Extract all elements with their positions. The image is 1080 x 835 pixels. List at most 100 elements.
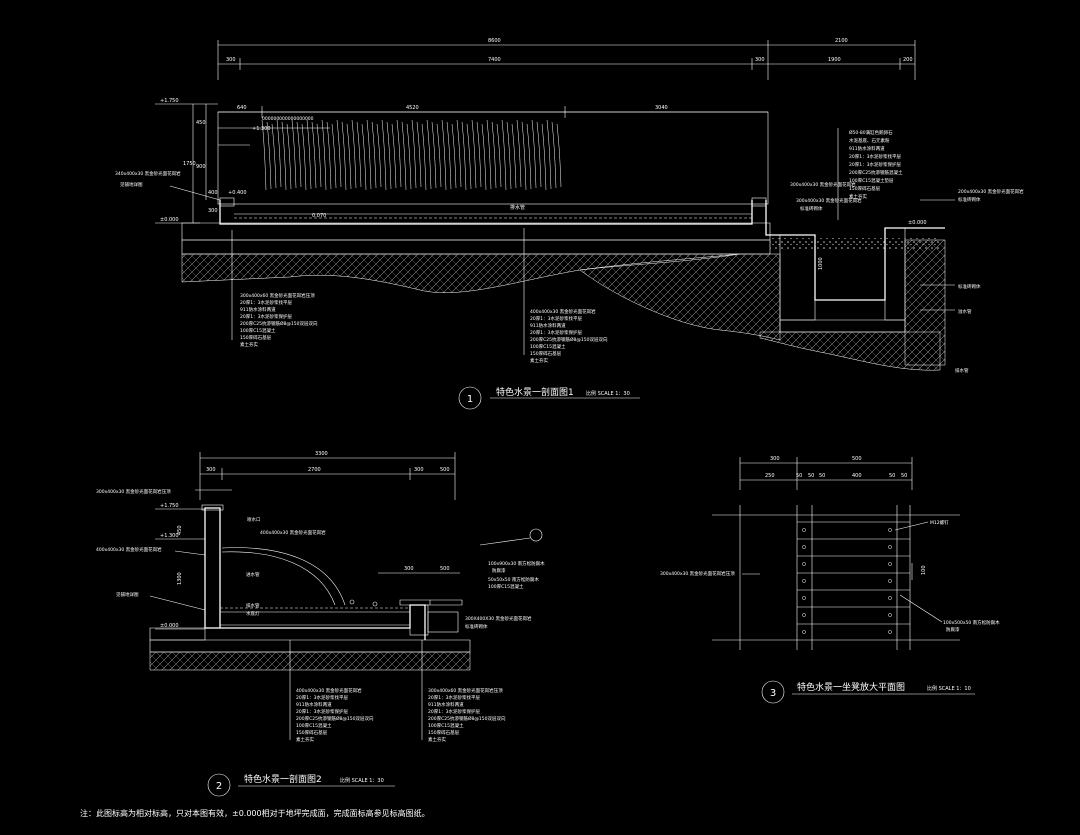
d2-br-6: 150厚碎石基层 xyxy=(428,729,460,736)
bolt-icon xyxy=(888,630,892,634)
d3-dim2-3: 50 xyxy=(819,473,825,479)
wood-slats xyxy=(797,521,910,634)
water-jet xyxy=(316,123,322,188)
elevation-markers: +1.750 +1.300 +0.400 ±0.000 0.070 ±0.000 xyxy=(155,98,927,226)
water-jet xyxy=(521,121,527,191)
water-jet xyxy=(331,123,337,189)
water-jet xyxy=(461,121,467,191)
dim-row3-0: 640 xyxy=(237,105,247,111)
d2-scale: 比例 SCALE 1：30 xyxy=(340,777,384,784)
rm-0: 300x400x30 黑金砂光面花岗岩 xyxy=(790,181,856,188)
d2-il-1: 400x400x30 黑金砂光面花岗岩 xyxy=(260,529,326,536)
bl-1: 20厚1：3水泥砂浆找平层 xyxy=(240,299,292,306)
water-jet xyxy=(361,123,367,191)
rt-1: 水泥基底、石元素粉 xyxy=(849,137,890,144)
d1-right-top-labels: Ø50-80满缸色鹅卵石 水泥基底、石元素粉 911防水涂料两道 20厚1：3水… xyxy=(837,128,903,220)
bl-0: 300x400x60 黑金砂光面花岗岩压顶 xyxy=(240,292,315,299)
bl-4: 200厚C25抗渗钢筋Ø8@150双层双向 xyxy=(240,320,318,327)
d3-dim2-5: 50 xyxy=(889,473,895,479)
dim-row2-2: 300 xyxy=(755,57,765,63)
d2-bl-3: 20厚1：3水泥砂浆保护层 xyxy=(296,708,348,715)
water-jet xyxy=(291,119,297,189)
water-jet xyxy=(381,119,387,191)
d2-dim-total: 3300 xyxy=(315,451,328,457)
vertical-dims-left: 450 900 1750 400 300 xyxy=(183,104,218,223)
bolt-icon xyxy=(802,562,806,566)
d3-dim2-0: 250 xyxy=(765,473,775,479)
d1-right-mid-labels: 300x400x30 黑金砂光面花岗岩 300x400x30 黑金砂光面花岗岩 … xyxy=(790,181,862,212)
bl-3: 20厚1：3水泥砂浆保护层 xyxy=(240,313,292,320)
ground-section-1: 1000 排水管 xyxy=(181,197,946,371)
water-jet xyxy=(491,121,497,189)
water-jet xyxy=(336,119,342,188)
bl-2: 911防水涂料两道 xyxy=(240,306,276,313)
rt-5: 200厚C25抗渗钢筋混凝土 xyxy=(849,169,903,176)
water-jet xyxy=(281,121,287,191)
water-jet xyxy=(351,119,357,189)
plan-drawing-3: 300 500 250 50 50 50 400 50 50 100 300x4… xyxy=(660,456,1000,704)
d3-number: 3 xyxy=(770,688,776,699)
rm-2: 标准砖砌体 xyxy=(800,205,823,212)
water-jet xyxy=(516,119,522,188)
elev-1: +1.750 xyxy=(160,98,179,104)
d2-elevations: +1.750 +1.300 ±0.000 450 1300 xyxy=(155,503,205,630)
d2-br-5: 100厚C15混凝土 xyxy=(428,722,464,729)
d2-bl-7: 素土夯实 xyxy=(296,736,314,743)
d2-br-2: 911防水涂料两道 xyxy=(428,701,464,708)
d3-scale: 比例 SCALE 1：10 xyxy=(927,685,971,692)
d2-vdim-1: 1300 xyxy=(177,572,183,585)
water-jet xyxy=(391,123,397,189)
d3-dim2-2: 50 xyxy=(808,473,814,479)
d2-bl-5: 100厚C15混凝土 xyxy=(296,722,332,729)
d2-bl-4: 200厚C25抗渗钢筋Ø8@150双层双向 xyxy=(296,715,374,722)
d1-right-side-labels: 200x400x30 黑金砂光面花岗岩 标准砖砌体 标准砖砌体 溢水管 排水管 xyxy=(920,188,1024,374)
d2-ll-1: 400x400x30 黑金砂光面花岗岩 xyxy=(96,546,162,553)
rs-3: 溢水管 xyxy=(958,308,972,315)
d2-structure xyxy=(149,504,471,671)
rs-0: 200x400x30 黑金砂光面花岗岩 xyxy=(958,188,1024,195)
d2-il-4: 水底灯 xyxy=(246,610,260,617)
water-jet xyxy=(471,119,477,189)
d1-scale: 比例 SCALE 1：30 xyxy=(586,390,630,397)
nozzle-label: 000000000000000000 xyxy=(262,116,314,122)
bm-7: 素土夯实 xyxy=(530,357,548,364)
d2-il-0: 喷水口 xyxy=(247,516,261,523)
d1-left-label-0: 340x400x30 黑金砂光面花岗岩 xyxy=(115,170,181,177)
d2-rl-5: 标准砖砌体 xyxy=(465,623,488,630)
d2-rl-2: 50x50x50 南方松防腐木 xyxy=(488,576,539,583)
bolt-icon xyxy=(888,579,892,583)
bm-6: 150厚碎石基层 xyxy=(530,350,562,357)
dim-row3-1: 4520 xyxy=(406,105,419,111)
dim-total-a: 8600 xyxy=(488,38,501,44)
d2-dim-5: 500 xyxy=(440,566,450,572)
dim-row2-1: 7400 xyxy=(488,57,501,63)
bolt-icon xyxy=(888,562,892,566)
water-jet xyxy=(456,119,462,188)
bl-5: 100厚C15混凝土 xyxy=(240,327,276,334)
bolt-icon xyxy=(888,613,892,617)
water-jet xyxy=(286,123,292,190)
d2-bottom-right-notes: 300x400x60 黑金砂光面花岗岩压顶 20厚1：3水泥砂浆找平层 911防… xyxy=(421,640,506,743)
rt-2: 911防水涂料两道 xyxy=(849,145,885,152)
d2-dimensions: 3300 300 2700 300 500 300 500 xyxy=(195,451,460,574)
water-jet xyxy=(431,121,437,189)
d2-br-7: 素土夯实 xyxy=(428,736,446,743)
water-jet xyxy=(376,123,382,188)
water-jet xyxy=(531,119,537,189)
rs-1: 标准砖砌体 xyxy=(958,196,981,203)
d3-bolt-label: M12螺钉 xyxy=(930,519,949,526)
section-drawing-1: 8600 2100 300 7400 300 1900 200 640 4520… xyxy=(115,38,1024,410)
elev-4: ±0.000 xyxy=(160,217,179,223)
water-jet xyxy=(341,121,347,191)
rs-4: 排水管 xyxy=(955,367,969,374)
dim-total-b: 2100 xyxy=(835,38,848,44)
d3-dim2-1: 50 xyxy=(796,473,802,479)
d1-title: 特色水景一剖面图1 xyxy=(496,386,574,398)
d2-br-0: 300x400x60 黑金砂光面花岗岩压顶 xyxy=(428,687,503,694)
water-jet xyxy=(551,121,557,189)
bm-1: 20厚1：3水泥砂浆找平层 xyxy=(530,315,582,322)
rt-6: 100厚C15混凝土垫层 xyxy=(849,177,894,184)
water-jet xyxy=(346,123,352,190)
d2-title-block: 2 特色水景一剖面图2 比例 SCALE 1：30 xyxy=(207,773,395,797)
elev-3: +0.400 xyxy=(228,190,247,196)
